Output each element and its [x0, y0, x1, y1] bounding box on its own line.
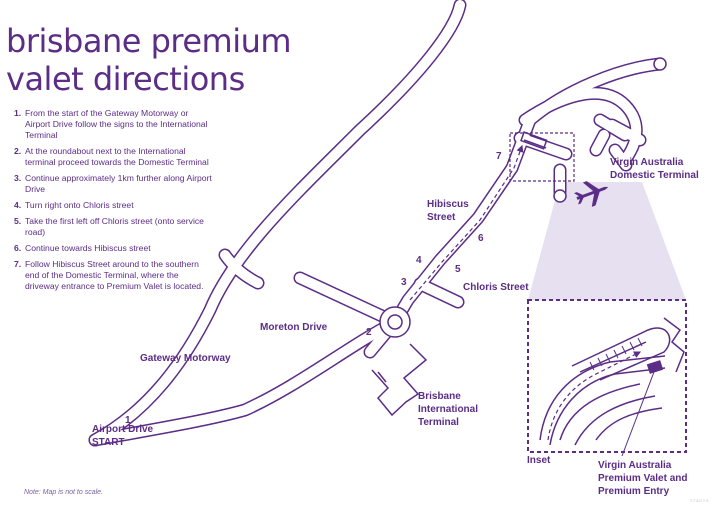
label-hibiscus: Hibiscus	[427, 199, 469, 210]
label-airport-drive: Airport Drive	[92, 424, 154, 435]
roundabout-domestic	[553, 189, 567, 203]
label-gateway-motorway: Gateway Motorway	[140, 353, 231, 364]
inset-projection	[528, 182, 686, 300]
direction-step: 7.Follow Hibiscus Street around to the s…	[14, 259, 214, 292]
premium-valet-callout-line	[621, 371, 655, 457]
map-scale-note: Note: Map is not to scale.	[24, 489, 103, 496]
label-intl-terminal-1: Brisbane	[418, 391, 461, 402]
label-intl-terminal-3: Terminal	[418, 417, 459, 428]
label-domestic-terminal-1: Virgin Australia	[610, 157, 684, 168]
directions-list: 1.From the start of the Gateway Motorway…	[14, 108, 214, 297]
airplane-icon	[573, 181, 608, 207]
step-marker-2: 2	[366, 327, 372, 338]
label-start: START	[92, 437, 125, 448]
step-text: Continue towards Hibiscus street	[25, 243, 151, 253]
step-marker-5: 5	[455, 264, 461, 275]
route-line	[409, 144, 524, 301]
step-number: 3.	[14, 173, 22, 183]
title-line-2: valet directions	[6, 60, 245, 98]
step-text: From the start of the Gateway Motorway o…	[25, 108, 208, 140]
direction-step: 5.Take the first left off Chloris street…	[14, 216, 214, 238]
step-text: At the roundabout next to the Internatio…	[25, 146, 209, 167]
direction-step: 2.At the roundabout next to the Internat…	[14, 146, 214, 168]
label-moreton-drive: Moreton Drive	[260, 322, 328, 333]
inset-route-line	[547, 351, 642, 441]
step-marker-7: 7	[496, 151, 502, 162]
step-text: Follow Hibiscus Street around to the sou…	[25, 259, 204, 291]
label-premium-valet-1: Virgin Australia	[598, 460, 672, 471]
label-domestic-terminal-2: Domestic Terminal	[610, 170, 699, 181]
step-number: 4.	[14, 200, 22, 210]
roundabout-north	[653, 57, 667, 71]
label-street: Street	[427, 212, 456, 223]
international-terminal-building	[371, 343, 428, 417]
page-title: brisbane premium valet directions	[6, 22, 292, 98]
title-line-1: brisbane premium	[6, 22, 292, 60]
brand-mark: STADYS	[690, 498, 710, 503]
direction-step: 6.Continue towards Hibiscus street	[14, 243, 214, 254]
step-number: 2.	[14, 146, 22, 156]
step-marker-1: 1	[125, 415, 131, 426]
step-number: 7.	[14, 259, 22, 269]
step-marker-3: 3	[401, 277, 407, 288]
direction-step: 1.From the start of the Gateway Motorway…	[14, 108, 214, 141]
step-number: 5.	[14, 216, 22, 226]
domestic-terminal-detail	[520, 131, 548, 150]
step-number: 6.	[14, 243, 22, 253]
step-marker-6: 6	[478, 233, 484, 244]
direction-step: 3.Continue approximately 1km further alo…	[14, 173, 214, 195]
inset-building-ticks	[589, 337, 643, 371]
step-text: Continue approximately 1km further along…	[25, 173, 212, 194]
step-number: 1.	[14, 108, 22, 118]
premium-valet-entry-marker	[646, 360, 664, 374]
label-premium-valet-3: Premium Entry	[598, 486, 670, 497]
label-premium-valet-2: Premium Valet and	[598, 473, 687, 484]
label-inset: Inset	[527, 455, 551, 466]
label-chloris-street: Chloris Street	[463, 282, 529, 293]
step-text: Turn right onto Chloris street	[25, 200, 134, 210]
direction-step: 4.Turn right onto Chloris street	[14, 200, 214, 211]
zoom-area	[509, 132, 575, 182]
step-text: Take the first left off Chloris street (…	[25, 216, 204, 237]
road-fills	[90, 0, 665, 445]
roundabout-island	[387, 314, 403, 330]
label-intl-terminal-2: International	[418, 404, 478, 415]
inset-map	[539, 317, 685, 446]
step-marker-4: 4	[416, 255, 422, 266]
